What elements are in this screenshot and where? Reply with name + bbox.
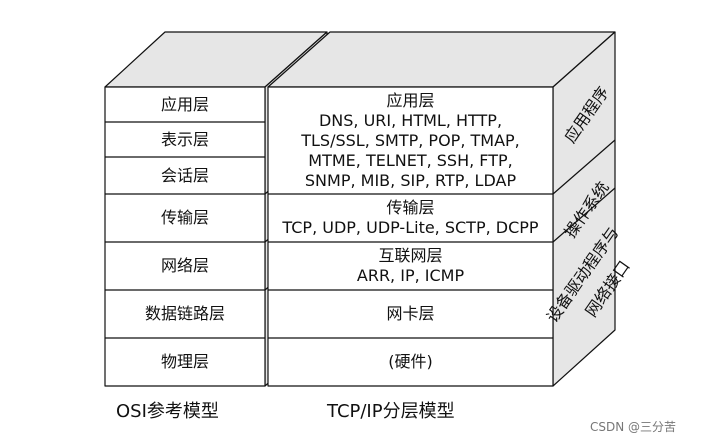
tcpip-layer-name: 网卡层	[386, 304, 435, 323]
osi-layer-label: 物理层	[160, 352, 209, 371]
osi-layer-transport: 传输层	[105, 194, 265, 242]
watermark: CSDN @三分苦	[590, 420, 677, 434]
osi-layer-label: 会话层	[160, 165, 209, 185]
osi-layer-session: 会话层	[105, 157, 265, 194]
tcpip-layer-hardware: (硬件)	[268, 338, 553, 386]
protocol-list-line: DNS, URI, HTML, HTTP,	[318, 111, 503, 130]
osi-layer-application: 应用层	[105, 87, 265, 122]
osi-box-face	[104, 86, 266, 387]
osi-layer-label: 应用层	[160, 94, 209, 114]
osi-layer-presentation: 表示层	[105, 122, 265, 157]
protocol-list-line: TCP, UDP, UDP-Lite, SCTP, DCPP	[282, 218, 539, 237]
protocol-list-line: ARR, IP, ICMP	[356, 266, 465, 285]
osi-layer-label: 数据链路层	[144, 304, 225, 323]
tcpip-layer-name: 互联网层	[378, 246, 443, 265]
osi-layer-label: 传输层	[160, 208, 209, 227]
osi-layer-network: 网络层	[105, 242, 265, 290]
tcpip-box	[267, 31, 616, 387]
osi-layer-label: 表示层	[160, 129, 209, 149]
tcpip-caption: TCP/IP分层模型	[327, 401, 455, 422]
protocol-list-line: MTME, TELNET, SSH, FTP,	[308, 151, 513, 170]
tcpip-layer-name: 应用层	[386, 91, 435, 110]
tcpip-box-face	[267, 86, 554, 387]
tcpip-layer-application: 应用层 DNS, URI, HTML, HTTP, TLS/SSL, SMTP,…	[268, 88, 553, 194]
tcpip-layer-internet: 互联网层 ARR, IP, ICMP	[268, 242, 553, 290]
tcpip-layer-network-interface: 网卡层	[268, 290, 553, 338]
tcpip-layer-name: (硬件)	[388, 352, 433, 371]
protocol-list-line: TLS/SSL, SMTP, POP, TMAP,	[301, 131, 520, 150]
tcpip-layer-transport: 传输层 TCP, UDP, UDP-Lite, SCTP, DCPP	[268, 194, 553, 242]
tcpip-layer-name: 传输层	[386, 198, 435, 217]
osi-layer-data-link: 数据链路层	[105, 290, 265, 338]
protocol-list-line: SNMP, MIB, SIP, RTP, LDAP	[304, 171, 517, 190]
osi-caption: OSI参考模型	[116, 401, 219, 422]
osi-layer-label: 网络层	[160, 256, 209, 275]
osi-layer-physical: 物理层	[105, 338, 265, 386]
